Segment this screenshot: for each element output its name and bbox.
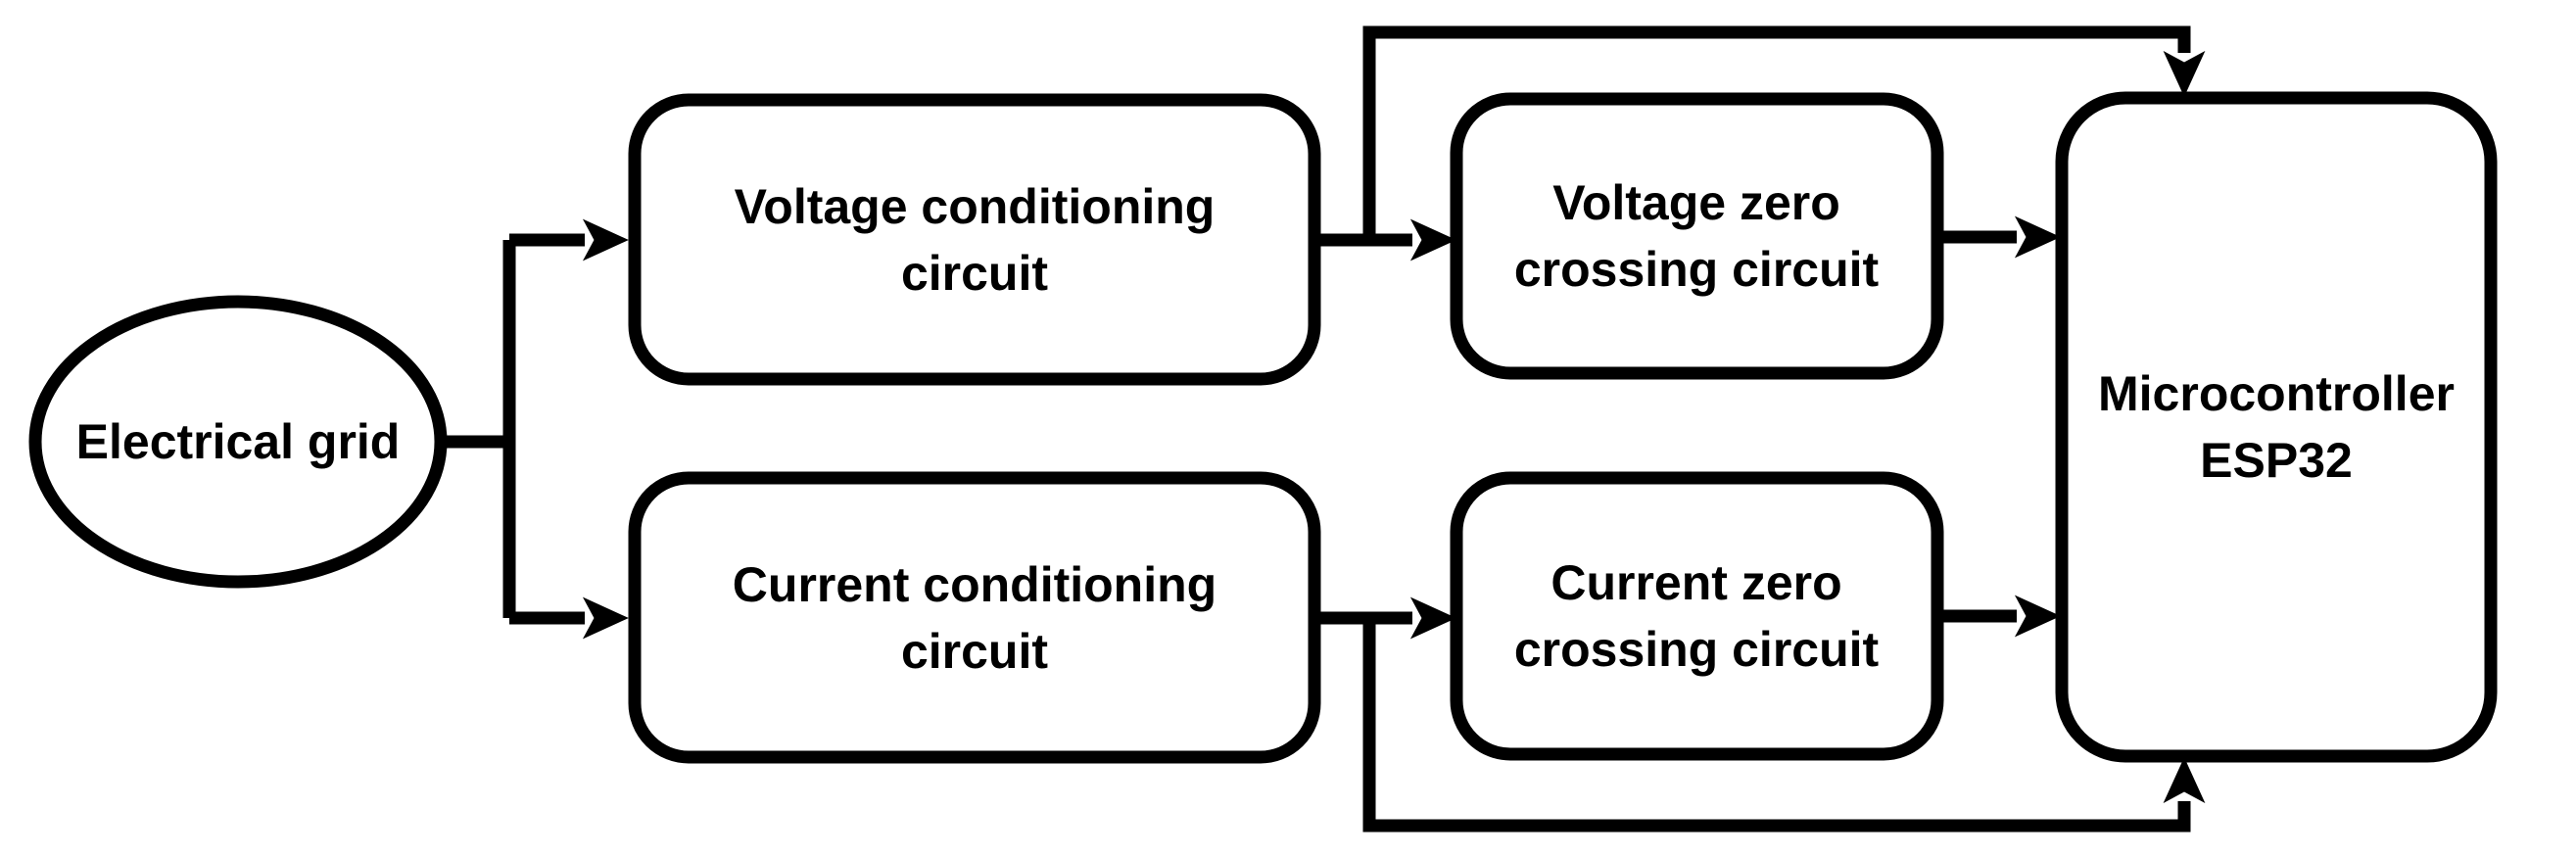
edge-grid-branch (442, 240, 516, 618)
node-voltage-conditioning: Voltage conditioning circuit (628, 93, 1321, 386)
microcontroller-label-line1: Microcontroller (2098, 366, 2455, 421)
voltage-zero-crossing-shape (1450, 92, 1944, 380)
edge-current-conditioning-to-microcontroller (1362, 618, 2206, 833)
current-zero-crossing-shape (1450, 471, 1944, 761)
current-conditioning-shape (628, 471, 1321, 764)
current-conditioning-label-line1: Current conditioning (733, 557, 1216, 612)
voltage-zero-crossing-label-line1: Voltage zero (1552, 175, 1840, 230)
voltage-zero-crossing-label-line2: crossing circuit (1514, 242, 1880, 297)
voltage-conditioning-label-line2: circuit (901, 246, 1048, 301)
edge-voltage-conditioning-to-microcontroller (1362, 25, 2206, 240)
node-current-zero-crossing: Current zero crossing circuit (1450, 471, 1944, 761)
voltage-conditioning-label-line1: Voltage conditioning (735, 179, 1216, 234)
node-voltage-zero-crossing: Voltage zero crossing circuit (1450, 92, 1944, 380)
microcontroller-label-line2: ESP32 (2200, 433, 2353, 488)
current-conditioning-label-line2: circuit (901, 624, 1048, 679)
current-zero-crossing-label-line2: crossing circuit (1514, 622, 1880, 677)
node-electrical-grid: Electrical grid (28, 295, 448, 589)
node-microcontroller: Microcontroller ESP32 (2055, 91, 2498, 763)
electrical-grid-shape (28, 295, 448, 589)
voltage-conditioning-shape (628, 93, 1321, 386)
node-current-conditioning: Current conditioning circuit (628, 471, 1321, 764)
microcontroller-shape (2055, 91, 2498, 763)
electrical-grid-label: Electrical grid (76, 414, 401, 469)
current-zero-crossing-label-line1: Current zero (1550, 555, 1841, 610)
